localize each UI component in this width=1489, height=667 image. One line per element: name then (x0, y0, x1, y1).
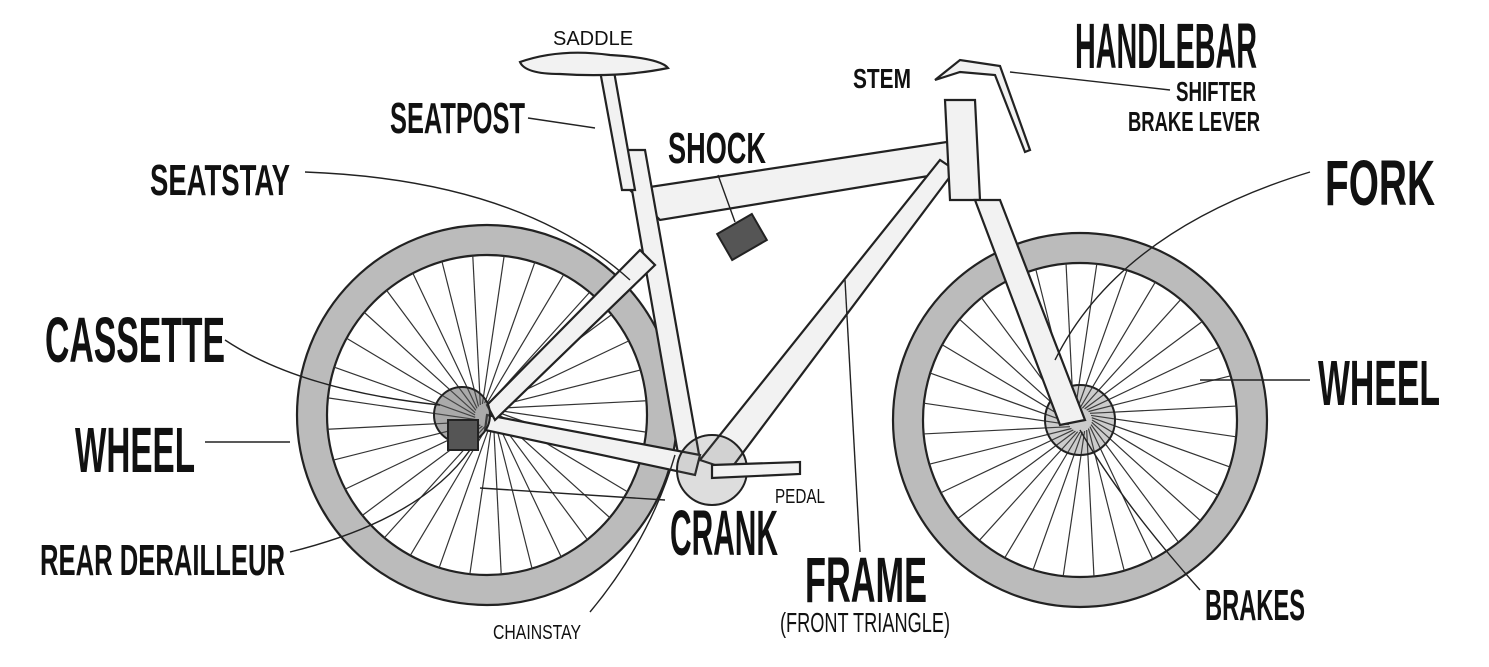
label-wheel-rear: WHEEL (75, 414, 195, 486)
label-brake-lever: BRAKE LEVER (1128, 106, 1260, 137)
label-seatstay: SEATSTAY (150, 156, 290, 205)
spoke (484, 262, 536, 404)
spoke (412, 272, 478, 409)
label-stem: STEM (853, 63, 911, 94)
spoke (494, 423, 533, 569)
label-chainstay: CHAINSTAY (493, 622, 581, 644)
part-labels: SADDLE SEATPOST SEATSTAY SHOCK STEM HAND… (40, 10, 1440, 644)
label-cassette: CASSETTE (45, 304, 225, 376)
label-shifter: SHIFTER (1176, 76, 1256, 107)
label-frame-sub: (FRONT TRIANGLE) (780, 607, 950, 638)
spoke (497, 409, 647, 433)
spoke (496, 421, 562, 558)
label-frame: FRAME (805, 544, 927, 616)
spoke (472, 255, 481, 406)
label-wheel-front: WHEEL (1318, 347, 1440, 419)
label-shock: SHOCK (668, 124, 766, 173)
spoke (438, 426, 490, 568)
spoke (495, 369, 641, 408)
spoke (493, 424, 502, 575)
label-handlebar: HANDLEBAR (1075, 10, 1257, 82)
label-crank: CRANK (670, 497, 778, 569)
spoke (497, 419, 588, 540)
spoke (496, 400, 647, 409)
label-saddle: SADDLE (553, 28, 633, 50)
label-fork: FORK (1325, 147, 1435, 219)
frame (433, 51, 1087, 506)
shock-body (715, 212, 769, 262)
label-rear-derailleur: REAR DERAILLEUR (40, 536, 285, 585)
label-seatpost: SEATPOST (390, 94, 525, 143)
label-pedal: PEDAL (775, 486, 825, 508)
label-brakes: BRAKES (1205, 581, 1305, 630)
derailleur (447, 419, 479, 451)
spoke (481, 255, 505, 405)
leader-lines (205, 71, 1311, 613)
spoke (469, 425, 493, 575)
spoke (441, 261, 480, 407)
spoke (486, 274, 565, 404)
